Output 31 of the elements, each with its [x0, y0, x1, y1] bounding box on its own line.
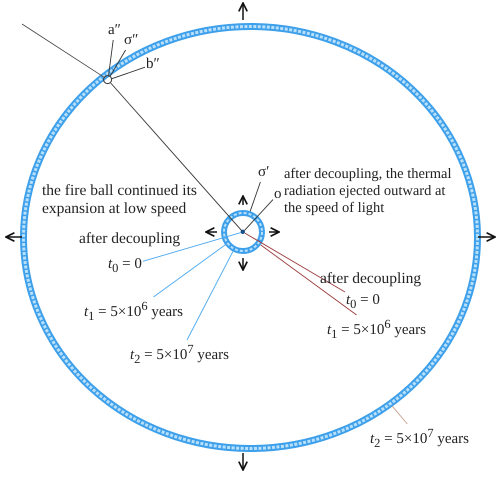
- point-label: σ″: [124, 32, 138, 49]
- leader-line: [153, 244, 226, 298]
- time-label: t$_{2}$ = 5×10$^{7}$ years: [370, 425, 469, 452]
- time-label: t$_{1}$ = 5×10$^{6}$ years: [84, 298, 183, 325]
- point-label: o: [274, 186, 282, 203]
- leader-line: [142, 232, 242, 262]
- leader-line: [110, 50, 126, 77]
- outer-ring: [20, 22, 480, 452]
- inner-ring: [221, 210, 265, 254]
- time-label: t$_{0}$ = 0: [108, 256, 142, 277]
- point-label: σ′: [258, 164, 270, 181]
- annotation-text: after decoupling: [79, 230, 180, 248]
- center-dot: [240, 229, 246, 235]
- point-label: a″: [108, 22, 121, 39]
- leader-line: [260, 244, 358, 316]
- annotation-text: the fire ball continued its expansion at low speed: [42, 182, 198, 218]
- annotation-text: after decoupling, the thermal radiation ejected outward at the speed of light: [284, 166, 452, 217]
- leader-line: [111, 66, 146, 80]
- time-label: t$_{1}$ = 5×10$^{6}$ years: [327, 316, 426, 343]
- point-label: b″: [146, 56, 160, 73]
- leader-line: [250, 182, 261, 212]
- time-label: t$_{2}$ = 5×10$^{7}$ years: [130, 341, 229, 368]
- leader-line: [108, 40, 114, 76]
- point-circle: [103, 75, 113, 85]
- time-label: t$_{0}$ = 0: [346, 292, 380, 313]
- leader-line: [186, 251, 234, 340]
- leader-line: [110, 82, 242, 231]
- leader-line: [392, 405, 408, 424]
- leader-line: [244, 232, 346, 292]
- annotation-text: after decoupling: [320, 270, 422, 288]
- leader-line: [244, 199, 274, 231]
